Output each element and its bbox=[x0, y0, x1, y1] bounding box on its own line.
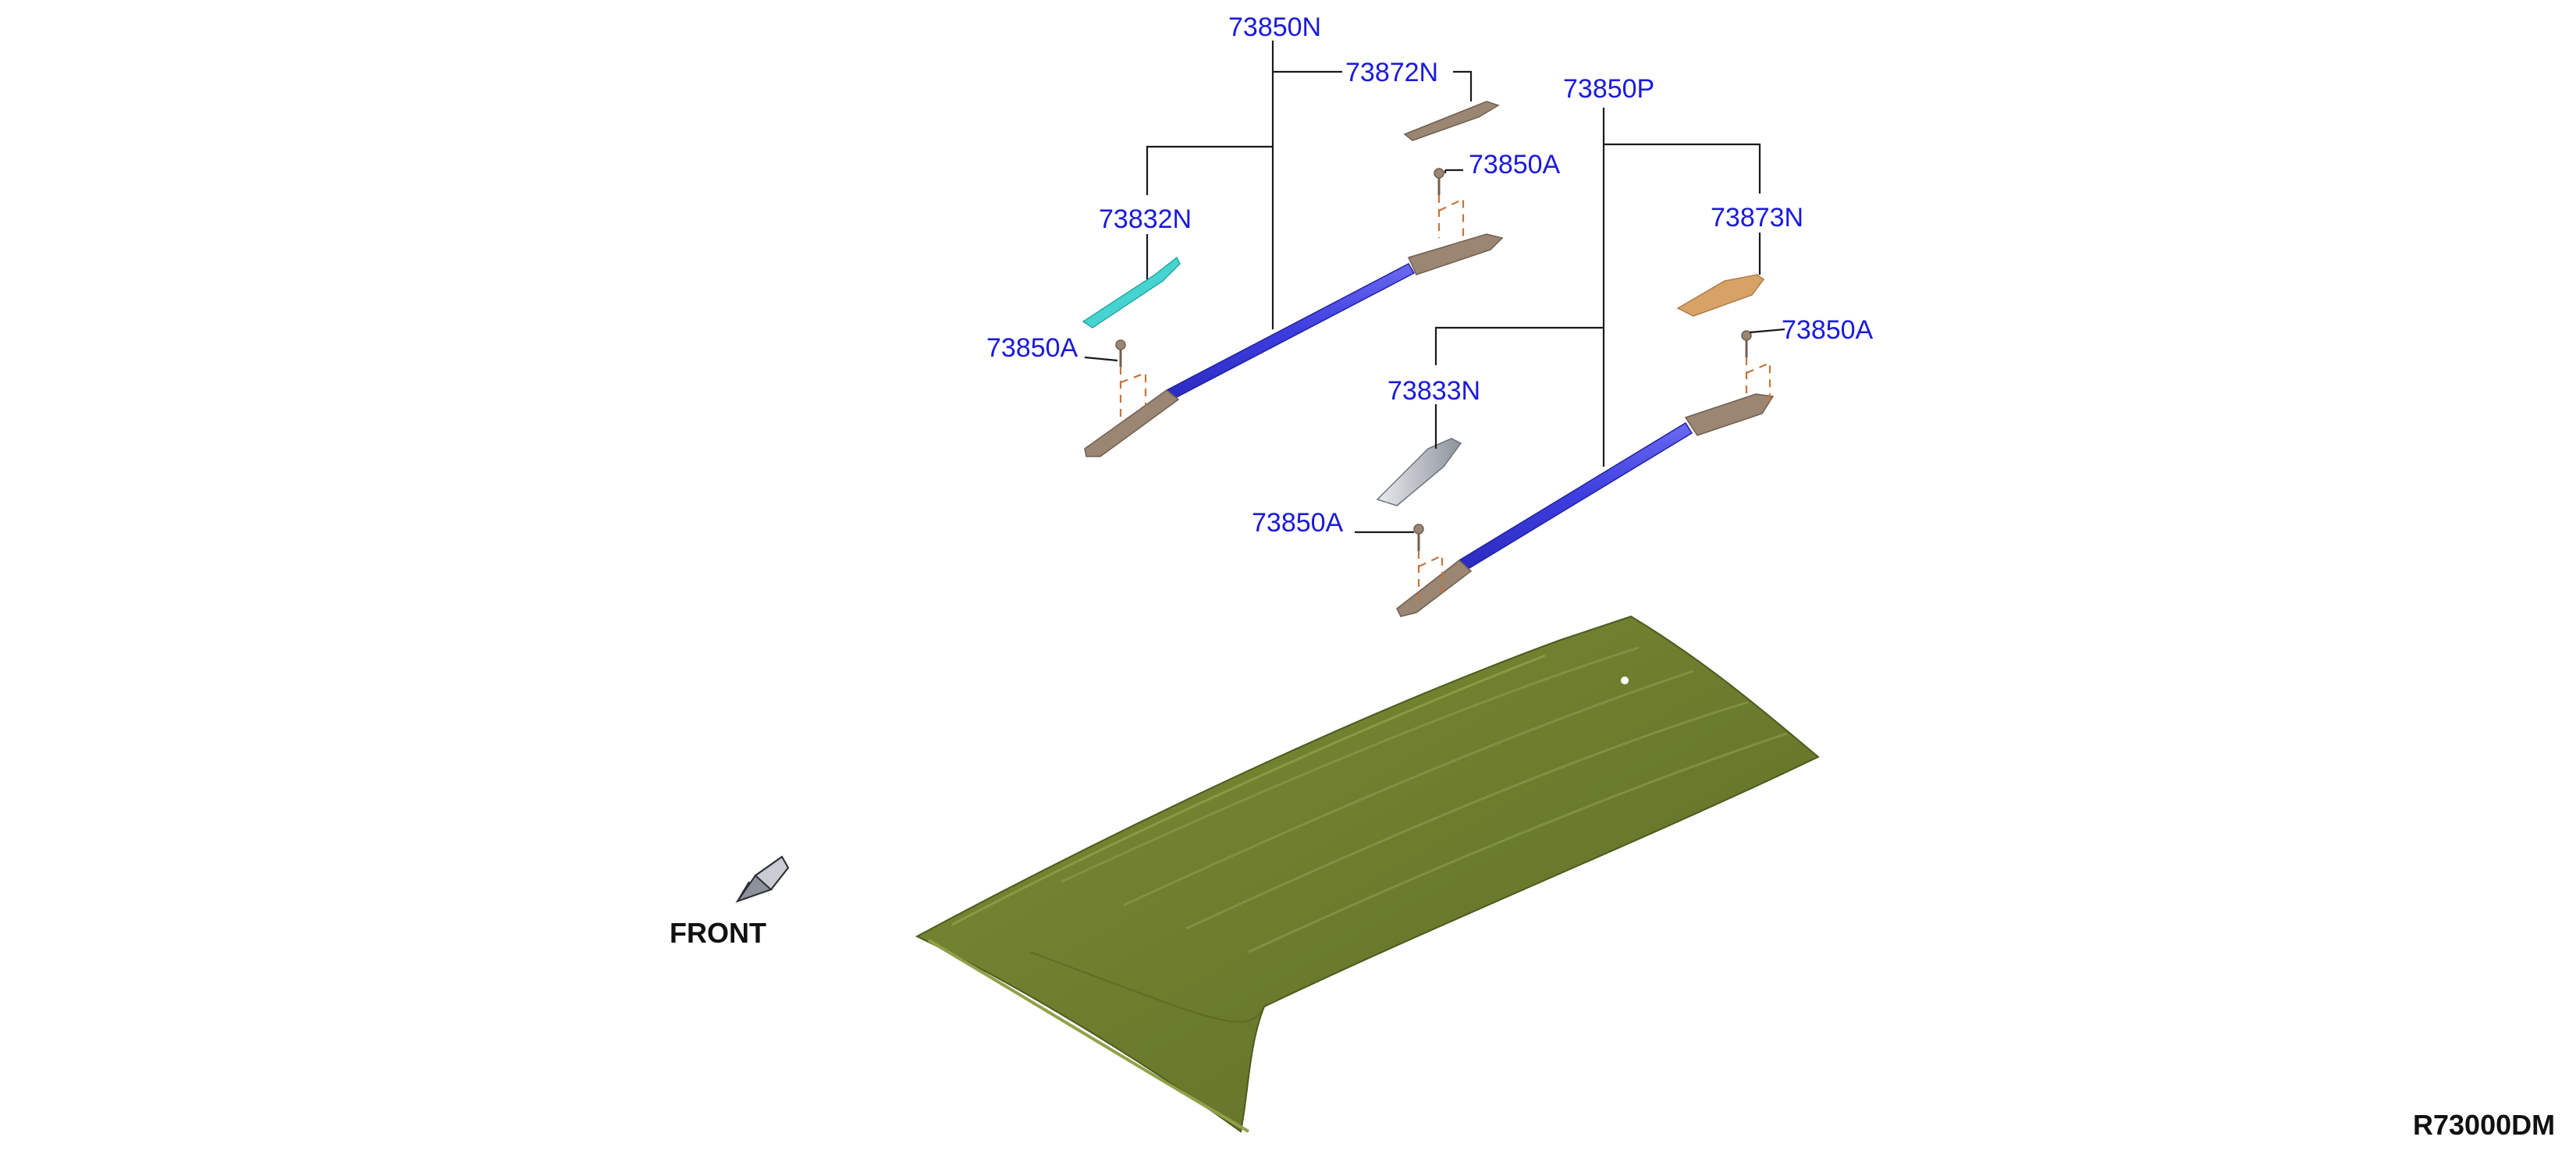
part-label-rail-left: 73850N bbox=[1228, 12, 1321, 42]
screw-icon bbox=[1434, 168, 1444, 195]
part-label-screw-left-front: 73850A bbox=[986, 333, 1078, 363]
part-label-rail-right: 73850P bbox=[1563, 74, 1654, 104]
part-label-screw-left-rear: 73850A bbox=[1469, 150, 1561, 179]
part-label-cover-left-front: 73832N bbox=[1099, 204, 1192, 234]
leader-lines bbox=[1084, 41, 1785, 534]
right-roof-rail-assembly bbox=[1376, 274, 1775, 617]
part-label-screw-right-rear: 73850A bbox=[1782, 315, 1874, 345]
drawing-code: R73000DM bbox=[2413, 1109, 2555, 1141]
screw-icon bbox=[1115, 339, 1126, 367]
front-arrow-icon bbox=[735, 855, 790, 903]
front-label: FRONT bbox=[670, 917, 766, 949]
part-label-cover-right-front: 73833N bbox=[1387, 376, 1480, 406]
roof-panel bbox=[915, 615, 1820, 1133]
left-roof-rail-assembly bbox=[1082, 101, 1504, 457]
screw-icon bbox=[1413, 524, 1424, 551]
screw-icon bbox=[1741, 330, 1752, 357]
part-label-cover-right-rear: 73873N bbox=[1711, 203, 1803, 233]
part-label-cover-left-rear: 73872N bbox=[1345, 58, 1438, 87]
part-label-screw-right-front: 73850A bbox=[1252, 508, 1344, 538]
